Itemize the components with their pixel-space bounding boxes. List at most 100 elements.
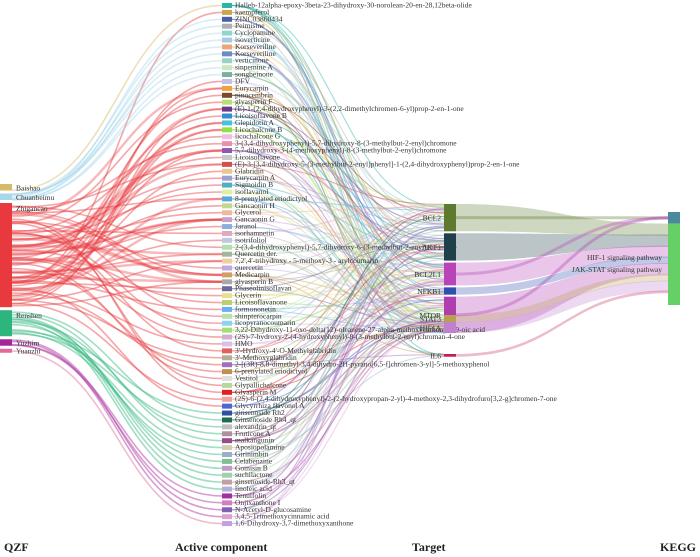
component-node-2-3r-8-8-dimethyl-3-4-dihydro-2h-pyrano-[interactable] <box>222 362 232 367</box>
component-node-quercetin[interactable] <box>222 266 232 271</box>
component-node-verticinone[interactable] <box>222 58 232 63</box>
component-node-gancaonin-g[interactable] <box>222 217 232 222</box>
component-node-malkangunin[interactable] <box>222 438 232 443</box>
component-node-licochalcone-b[interactable] <box>222 127 232 132</box>
component-node-6-prenylated-eriodictyol[interactable] <box>222 369 232 374</box>
target-label-akt1: AKT1 <box>422 243 441 252</box>
component-node-3-22-dihydroxy-11-oxo-delta-12-oleanene-[interactable] <box>222 328 232 333</box>
component-node-linoleic-acid[interactable] <box>222 487 232 492</box>
target-node-hif1a[interactable] <box>444 322 456 333</box>
component-node-gomisin-b[interactable] <box>222 466 232 471</box>
component-node-8-prenylated-eriodictyol[interactable] <box>222 196 232 201</box>
component-node-eurycarpin-a[interactable] <box>222 176 232 181</box>
source-node-yuzhim[interactable] <box>0 339 12 346</box>
component-node-korseveriline[interactable] <box>222 44 232 49</box>
component-node-kaempferol[interactable] <box>222 10 232 15</box>
component-node-isoverticine[interactable] <box>222 38 232 43</box>
component-node-eurycarpin[interactable] <box>222 86 232 91</box>
source-node-zhigancao[interactable] <box>0 203 12 307</box>
component-node-suchilactone[interactable] <box>222 473 232 478</box>
link-source-component <box>12 61 222 194</box>
target-node-stat3[interactable] <box>444 315 456 322</box>
component-node-ginsenoside-rh3-qt[interactable] <box>222 480 232 485</box>
component-node-2-3-4-dihydroxyphenyl-5-7-dihydroxy-6-3-[interactable] <box>222 245 232 250</box>
component-node-glyasperin-f[interactable] <box>222 100 232 105</box>
component-node-peimisine[interactable] <box>222 24 232 29</box>
source-node-yuanzhi[interactable] <box>0 349 12 353</box>
kegg-node-hif-1-signaling-pathway[interactable] <box>668 212 680 224</box>
component-node-licochalcone-g[interactable] <box>222 134 232 139</box>
component-node-hmo[interactable] <box>222 341 232 346</box>
component-node-licopyranocoumarin[interactable] <box>222 321 232 326</box>
source-label-yuanzhi: Yuanzhi <box>16 347 41 356</box>
component-node-glyasperin-b[interactable] <box>222 279 232 284</box>
component-node-2s-7-hydroxy-2-4-hydroxyphenyl-8-3-methy[interactable] <box>222 335 232 340</box>
component-node-fruticone-a[interactable] <box>222 431 232 436</box>
component-node-glypallichalcone[interactable] <box>222 383 232 388</box>
component-node-ginsenoside-rh4-qt[interactable] <box>222 417 232 422</box>
component-node-isoflavanol[interactable] <box>222 190 232 195</box>
component-node-jaranol[interactable] <box>222 224 232 229</box>
component-node-formononetin[interactable] <box>222 307 232 312</box>
component-node-sigmoidin-b[interactable] <box>222 183 232 188</box>
component-node-3-3-4-dihydroxyphenyl-5-7-dihydroxy-8-3-[interactable] <box>222 141 232 146</box>
column-titles: QZF Active component Target KEGG <box>4 540 696 554</box>
component-node-e-3-3-4-dihydroxy-5-3-methylbut-2-enyl-p[interactable] <box>222 162 232 167</box>
component-node-alexandrin-qt[interactable] <box>222 424 232 429</box>
component-node-licoisoflavone[interactable] <box>222 155 232 160</box>
component-node-5-7-dihydroxy-3-4-methoxyphenyl-8-3-meth[interactable] <box>222 148 232 153</box>
target-label-bcl2: BCL2 <box>423 214 442 223</box>
component-node-cyclopamine[interactable] <box>222 31 232 36</box>
component-node-glyasperin-m[interactable] <box>222 390 232 395</box>
component-node-3-methoxyglabridin[interactable] <box>222 355 232 360</box>
target-node-il6[interactable] <box>444 354 456 357</box>
component-node-sinpemine-a[interactable] <box>222 65 232 70</box>
component-node-shinpterocarpin[interactable] <box>222 314 232 319</box>
component-node-e-1-2-4-dihydroxyphenyl-3-2-2-dimethylch[interactable] <box>222 107 232 112</box>
component-node-2s-6-2-4-dihydroxyphenyl-2-2-hydroxyprop[interactable] <box>222 397 232 402</box>
component-node-gancaonin-h[interactable] <box>222 203 232 208</box>
component-node-isotrifoliol[interactable] <box>222 238 232 243</box>
component-node-aposiopolamine[interactable] <box>222 445 232 450</box>
target-label-il6: IL6 <box>430 351 441 360</box>
component-node-girinimbin[interactable] <box>222 452 232 457</box>
component-node-korseveriline[interactable] <box>222 51 232 56</box>
component-node-quercetin-der[interactable] <box>222 252 232 257</box>
target-node-bcl2l1[interactable] <box>444 263 456 286</box>
component-node-3-4-5-trimethoxycinnamic-acid[interactable] <box>222 514 232 519</box>
kegg-node-jak-stat-signaling-pathway[interactable] <box>668 224 680 305</box>
component-node-glycerol[interactable] <box>222 210 232 215</box>
component-node-phaseolinisoflavan[interactable] <box>222 286 232 291</box>
component-node-ginsenoside-rh2[interactable] <box>222 411 232 416</box>
component-label-halleb-12alpha-epoxy-3beta-23-dihydroxy-: Halleb-12alpha-epoxy-3beta-23-dihydroxy-… <box>235 0 472 9</box>
source-node-baishao[interactable] <box>0 184 12 191</box>
component-node-glepidotin-a[interactable] <box>222 120 232 125</box>
component-node-glycyrrhiza-flavonol-a[interactable] <box>222 404 232 409</box>
component-node-glabridin[interactable] <box>222 169 232 174</box>
source-label-chuanbeimu: Chuanbeimu <box>16 193 55 202</box>
component-node-celabenzine[interactable] <box>222 459 232 464</box>
component-node-isorhamnetin[interactable] <box>222 231 232 236</box>
component-node-7-2-4-trihydroxy-5-methoxy-3-arylcoumari[interactable] <box>222 259 232 264</box>
component-node-songbeinone[interactable] <box>222 72 232 77</box>
component-node-medicarpin[interactable] <box>222 272 232 277</box>
component-node-n-acetyl-d-glucosamine[interactable] <box>222 507 232 512</box>
component-node-dfv[interactable] <box>222 79 232 84</box>
component-node-1-6-dihydroxy-3-7-dimethoxyxanthone[interactable] <box>222 521 232 526</box>
target-node-bcl2[interactable] <box>444 204 456 231</box>
component-node-vestitol[interactable] <box>222 376 232 381</box>
source-node-renshen[interactable] <box>0 310 12 336</box>
component-node-pinocembrin[interactable] <box>222 93 232 98</box>
component-node-glycerin[interactable] <box>222 293 232 298</box>
links-target-kegg <box>456 204 668 357</box>
target-node-akt1[interactable] <box>444 233 456 260</box>
component-node-zinc03860434[interactable] <box>222 17 232 22</box>
component-node-halleb-12alpha-epoxy-3beta-23-dihydroxy-[interactable] <box>222 3 232 8</box>
component-node-licoisoflavanone[interactable] <box>222 300 232 305</box>
component-node-licoisoflavone-b[interactable] <box>222 114 232 119</box>
component-node-3-hydroxy-4-o-methylglabridin[interactable] <box>222 348 232 353</box>
component-node-tenuifolin[interactable] <box>222 493 232 498</box>
target-node-nfkb1[interactable] <box>444 287 456 294</box>
source-node-chuanbeimu[interactable] <box>0 194 12 201</box>
component-node-onjixanthone-i[interactable] <box>222 500 232 505</box>
